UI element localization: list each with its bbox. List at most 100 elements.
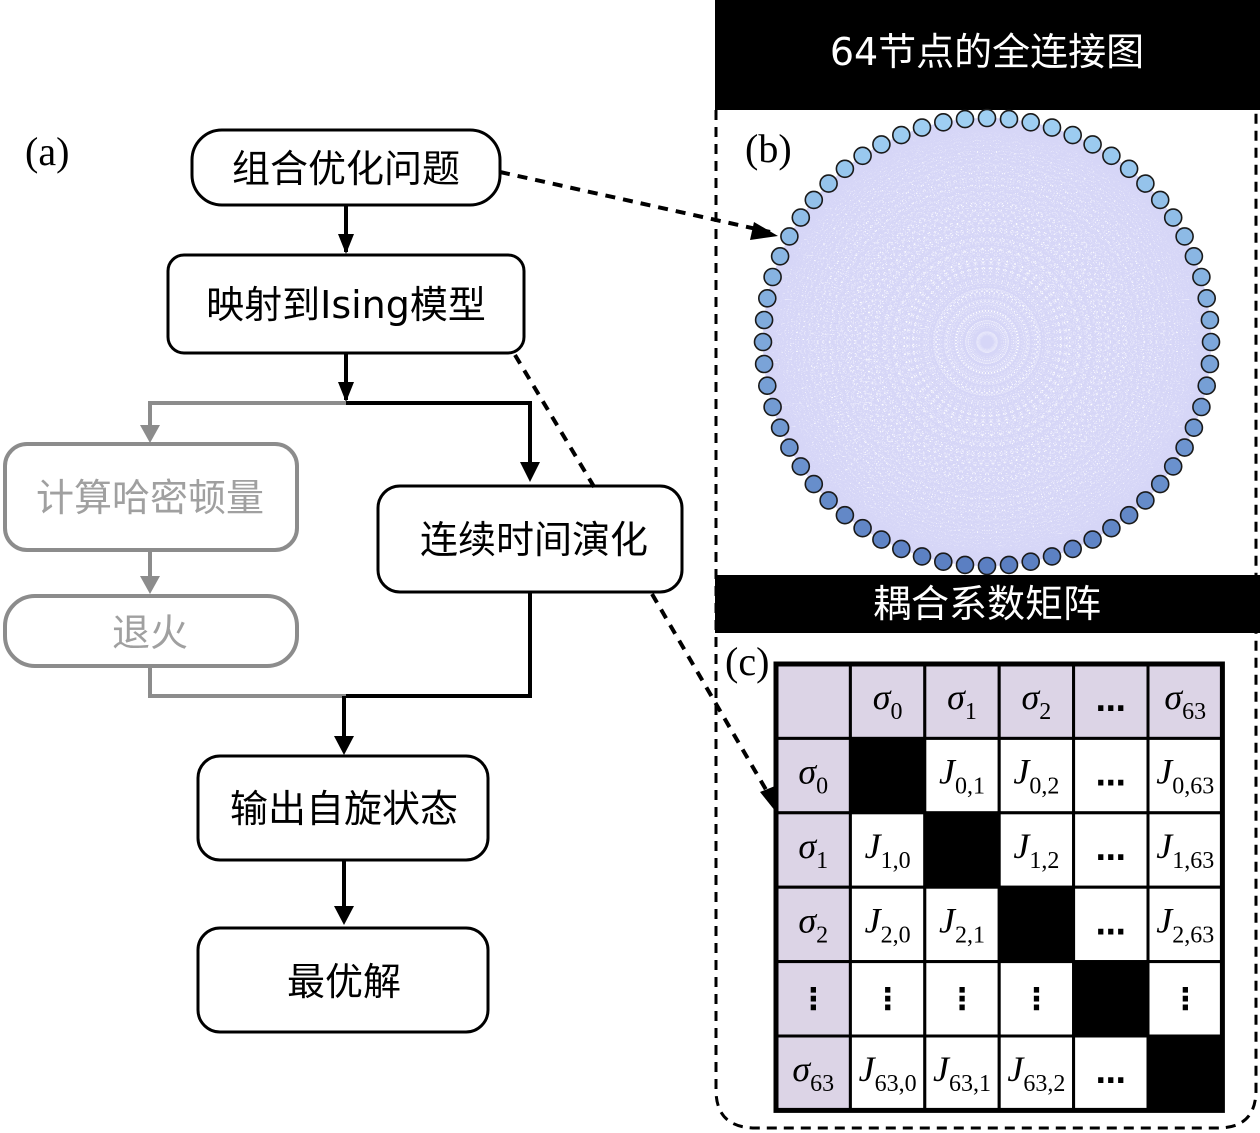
dashed-connector-matrix-2 [650, 592, 774, 802]
matrix-cell [923, 1034, 1001, 1112]
right-panel-frame [714, 110, 1258, 1130]
matrix-cell [1146, 736, 1224, 815]
graph-node [1021, 552, 1040, 572]
matrix-col-header-label: σ2 [1022, 677, 1052, 725]
matrix-diagonal-cell [848, 736, 927, 815]
graph-nodes [753, 108, 1221, 576]
matrix-cell [997, 1034, 1076, 1112]
matrix-cell-label: … [1096, 907, 1126, 942]
graph-node [1042, 547, 1062, 566]
graph-node [853, 146, 872, 166]
matrix-col-header-label: σ0 [873, 677, 903, 725]
matrix-cell [848, 811, 927, 889]
matrix-outline [773, 661, 1225, 1113]
final-box [196, 926, 490, 1034]
graph-node [912, 547, 932, 566]
arrow-left-1-2-head [140, 576, 160, 594]
graph-node [1184, 246, 1204, 266]
matrix-cell [923, 736, 1001, 815]
graph-node [757, 376, 777, 396]
graph-node [1119, 505, 1139, 525]
graph-node [1163, 208, 1183, 227]
branch-left-arrowhead [140, 425, 160, 443]
graph-node [999, 109, 1019, 129]
matrix-col-header-label: σ1 [947, 677, 977, 725]
graph-node [933, 113, 953, 132]
graph-node [1200, 354, 1220, 374]
step2-label: 映射到Ising模型 [206, 283, 486, 327]
matrix-diagonal-cell [1072, 960, 1150, 1038]
matrix-cell-label: J2,0 [865, 900, 911, 948]
matrix-row-header-label: σ63 [792, 1049, 834, 1097]
matrix-col-header-label: … [1096, 684, 1126, 719]
matrix-header: 耦合系数矩阵 [873, 582, 1101, 626]
graph-node [819, 491, 838, 510]
graph-node [955, 555, 975, 575]
graph-header-bar [715, 0, 1260, 110]
matrix-cell [1072, 736, 1150, 815]
graph-node [872, 530, 891, 549]
graph-node [933, 552, 953, 572]
graph-node [1175, 438, 1194, 457]
matrix-diagonal-cell [923, 811, 1001, 889]
graph-node [804, 474, 824, 494]
graph-node [754, 354, 774, 374]
graph-node [891, 125, 911, 145]
matrix-cell-label: J63,2 [1007, 1049, 1065, 1097]
graph-node [819, 174, 838, 193]
graph-node [780, 438, 799, 457]
matrix-cell [1146, 885, 1224, 964]
graph-node [753, 332, 773, 352]
matrix-cell-label: J1,2 [1013, 826, 1059, 874]
graph-edges [762, 117, 1212, 567]
final-label: 最优解 [287, 960, 401, 1004]
graph-node [791, 208, 811, 227]
matrix-diagonal-cell [1146, 1034, 1224, 1112]
branch-left-line [148, 401, 346, 438]
output-label: 输出自旋状态 [230, 787, 458, 831]
matrix-cell-label: J63,1 [933, 1049, 991, 1097]
matrix-cell-label: J2,63 [1156, 900, 1214, 948]
graph-node [1083, 530, 1102, 549]
graph-node [763, 267, 782, 287]
matrix-cell [848, 960, 927, 1038]
graph-node [835, 159, 855, 179]
graph-node [757, 288, 777, 308]
matrix-cell [1072, 885, 1150, 964]
graph-node [1102, 518, 1121, 538]
matrix-cell-label: J1,0 [865, 826, 911, 874]
graph-node [1184, 418, 1204, 438]
graph-node [1042, 118, 1062, 137]
graph-node [835, 505, 855, 525]
step1-label: 组合优化问题 [232, 147, 460, 191]
matrix-cell-label: J63,0 [859, 1049, 917, 1097]
matrix-corner-cell [774, 662, 852, 740]
branch-right-arrowhead [520, 462, 540, 482]
graph-node [804, 190, 824, 210]
matrix-cell [923, 960, 1001, 1038]
graph-node [1136, 491, 1155, 510]
graph-node [754, 310, 774, 330]
matrix-cell [1146, 811, 1224, 889]
graph-node [977, 108, 997, 128]
matrix-col-header-cell [1072, 662, 1150, 740]
branch-right-line [346, 401, 532, 470]
arrow-merge-output-head [334, 736, 354, 755]
dashed-connector-matrix-1 [513, 353, 598, 492]
matrix-cell-label: J2,1 [939, 900, 985, 948]
graph-node [1136, 174, 1155, 193]
graph-node [999, 555, 1019, 575]
complete-graph [753, 108, 1221, 576]
arrow-output-final-head [334, 906, 354, 925]
graph-node [1192, 397, 1211, 417]
matrix-row-header-cell [774, 885, 852, 964]
graph-node [1150, 190, 1170, 210]
matrix-cell-label: J1,63 [1156, 826, 1214, 874]
dashed-connector-graph-head [750, 222, 778, 240]
graph-node [1063, 539, 1082, 559]
matrix-col-header-label: σ63 [1164, 677, 1206, 725]
matrix-cell-label: … [1096, 833, 1126, 868]
matrix-cell-label: J0,1 [939, 752, 985, 800]
